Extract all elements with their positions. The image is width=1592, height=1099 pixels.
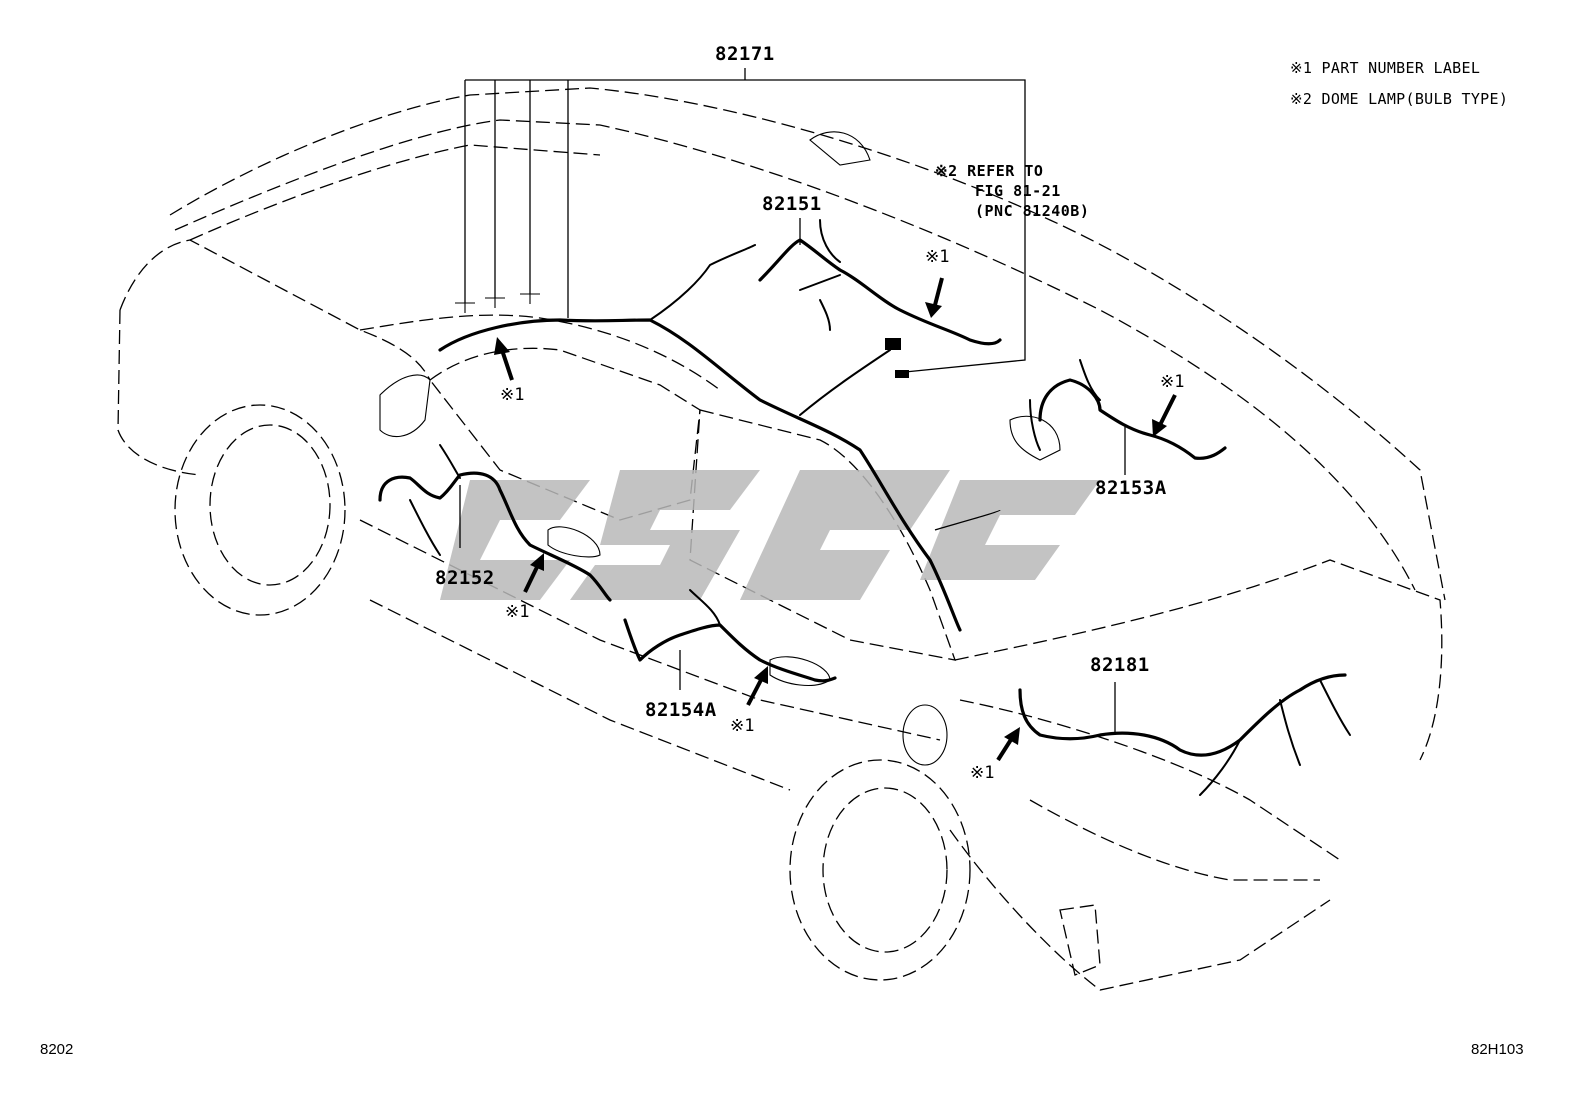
- arrow-markers: [494, 277, 1177, 762]
- refer-note-line3: (PNC 81240B): [975, 202, 1089, 220]
- mark-front-door: ※1: [505, 602, 529, 622]
- mark-ceiling: ※1: [925, 247, 949, 267]
- watermark-logo: [440, 470, 1100, 600]
- harness-82171: [438, 244, 962, 632]
- footer-diagram-id: 82H103: [1471, 1041, 1524, 1058]
- leader-lines: [459, 218, 1126, 735]
- arrow-roof: [494, 337, 514, 381]
- part-label-82154A: 82154A: [645, 699, 717, 721]
- footer-figure-code: 8202: [40, 1041, 73, 1058]
- part-label-82181: 82181: [1090, 654, 1150, 676]
- arrow-front-door: [523, 553, 544, 593]
- bracket-82171: [464, 68, 1026, 373]
- legend-item-2: ※2 DOME LAMP(BULB TYPE): [1290, 90, 1508, 108]
- label-clips: [455, 293, 540, 313]
- part-label-82153A: 82153A: [1095, 477, 1167, 499]
- part-label-82152: 82152: [435, 567, 495, 589]
- arrow-rear-right-door: [1152, 394, 1177, 437]
- harness-82181: [1018, 673, 1351, 796]
- harness-82154A: [623, 589, 837, 683]
- mark-trunk: ※1: [970, 763, 994, 783]
- mark-rear-right-door: ※1: [1160, 372, 1184, 392]
- part-label-82151: 82151: [762, 193, 822, 215]
- legend-item-1: ※1 PART NUMBER LABEL: [1290, 59, 1480, 77]
- refer-note-line2: FIG 81-21: [975, 182, 1061, 200]
- arrow-rear-door: [746, 666, 768, 706]
- refer-note-line1: ※2 REFER TO: [935, 162, 1043, 180]
- arrow-trunk: [996, 727, 1020, 762]
- mark-roof: ※1: [500, 385, 524, 405]
- harness-82153A: [1029, 359, 1227, 460]
- mark-rear-door: ※1: [730, 716, 754, 736]
- harness-82151: [758, 219, 1002, 346]
- harness-82152: [378, 444, 612, 602]
- part-label-82171: 82171: [715, 43, 775, 65]
- arrow-ceiling: [925, 277, 944, 318]
